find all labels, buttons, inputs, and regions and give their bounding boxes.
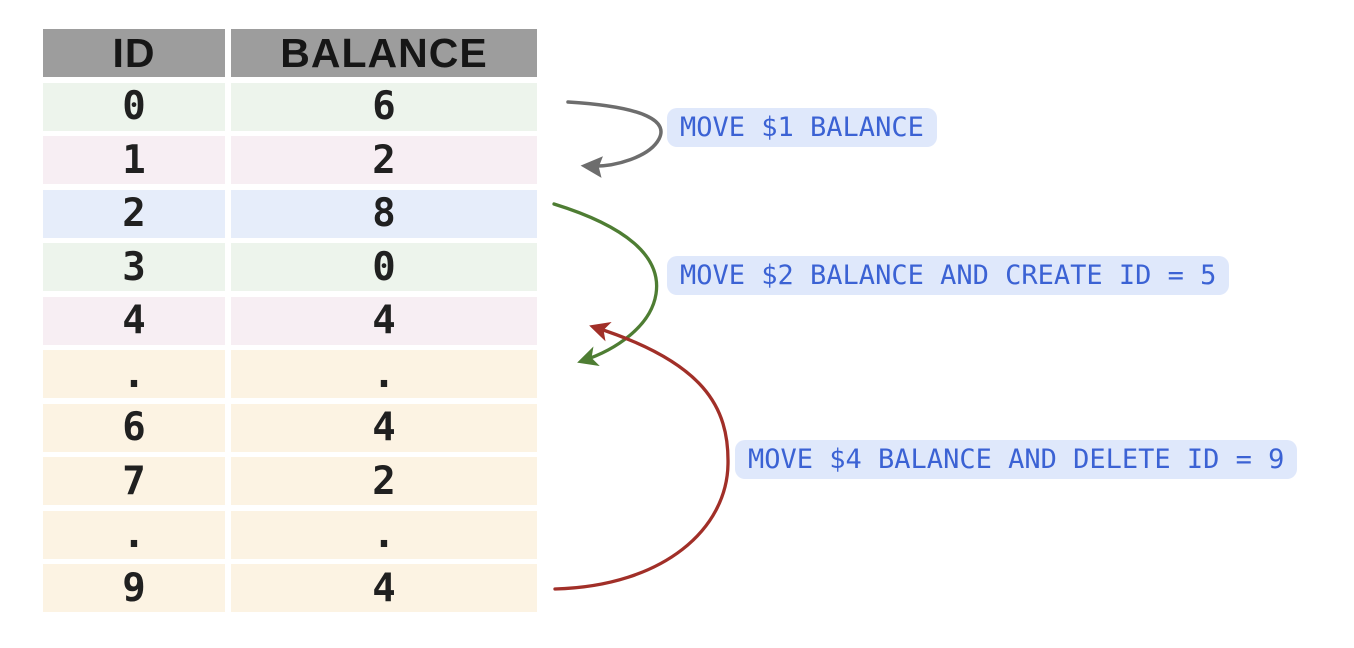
annotation-label-move-2: MOVE $2 BALANCE AND CREATE ID = 5 (667, 256, 1230, 295)
id-cell: . (43, 510, 225, 559)
id-cell: 4 (43, 296, 225, 345)
move-balance-arrow-1 (566, 100, 663, 178)
table-row: 1 2 (43, 136, 537, 184)
id-cell: 9 (43, 564, 225, 612)
table-row: 0 6 (43, 82, 537, 131)
table-row: 2 8 (43, 189, 537, 238)
table-row-ellipsis: . . (43, 350, 537, 398)
table-row: 4 4 (43, 296, 537, 345)
ledger-table: ID BALANCE 0 6 1 2 2 8 3 0 4 4 . . 6 4 (43, 29, 537, 612)
balance-cell: . (231, 510, 537, 559)
balance-cell: . (231, 350, 537, 398)
column-header-balance: BALANCE (231, 29, 537, 77)
table-row: 9 4 (43, 564, 537, 612)
table-row: 3 0 (43, 243, 537, 291)
column-header-id: ID (43, 29, 225, 77)
id-cell: . (43, 350, 225, 398)
table-header-row: ID BALANCE (43, 29, 537, 77)
move-balance-arrow-2 (552, 202, 659, 367)
id-cell: 1 (43, 136, 225, 184)
balance-cell: 4 (231, 403, 537, 452)
balance-cell: 6 (231, 82, 537, 131)
id-cell: 7 (43, 457, 225, 505)
table-row: 6 4 (43, 403, 537, 452)
balance-cell: 4 (231, 296, 537, 345)
annotation-label-move-1: MOVE $1 BALANCE (667, 108, 937, 147)
balance-cell: 4 (231, 564, 537, 612)
id-cell: 6 (43, 403, 225, 452)
annotation-label-move-3: MOVE $4 BALANCE AND DELETE ID = 9 (735, 440, 1298, 479)
balance-cell: 8 (231, 189, 537, 238)
id-cell: 3 (43, 243, 225, 291)
balance-cell: 0 (231, 243, 537, 291)
table-row-ellipsis: . . (43, 510, 537, 559)
move-balance-arrow-3 (553, 321, 730, 591)
id-cell: 0 (43, 82, 225, 131)
table-row: 7 2 (43, 457, 537, 505)
id-cell: 2 (43, 189, 225, 238)
balance-cell: 2 (231, 457, 537, 505)
balance-cell: 2 (231, 136, 537, 184)
